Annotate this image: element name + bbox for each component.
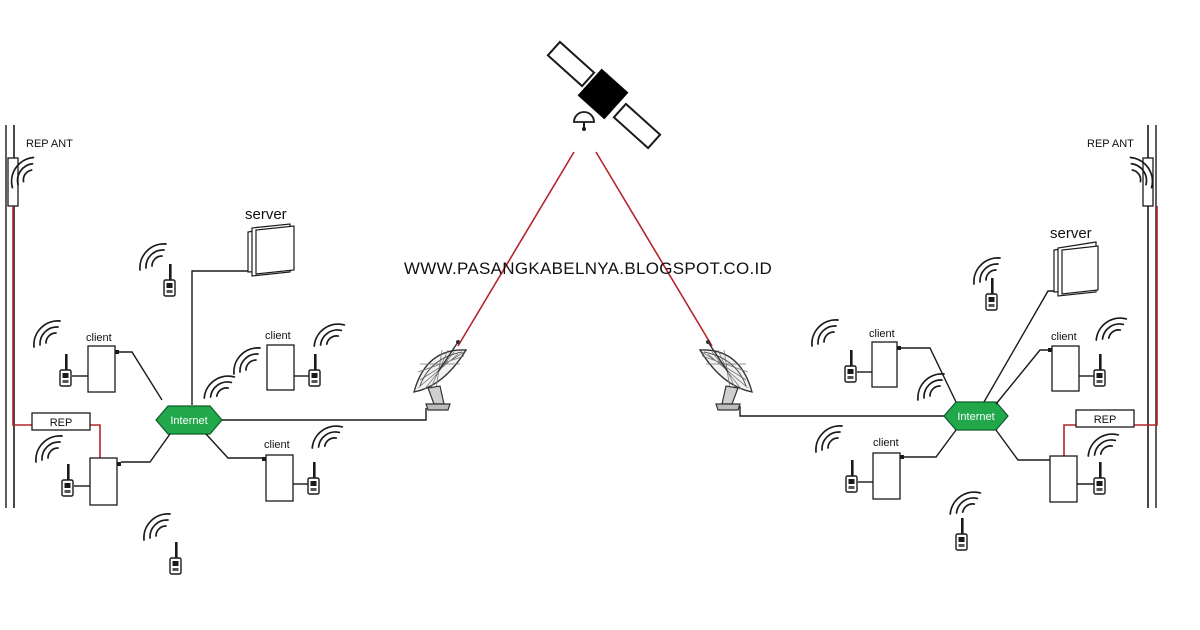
repeater-box-icon (31, 412, 91, 431)
svg-text:Internet: Internet (170, 415, 207, 427)
client-device-icon (872, 452, 904, 500)
client-device-icon (87, 345, 119, 393)
svg-text:Internet: Internet (957, 411, 994, 423)
server-label: server (245, 206, 287, 223)
radio-handset-icon (61, 463, 74, 497)
signal-waves-icon (233, 347, 261, 375)
server-icon (1053, 241, 1099, 297)
radio-handset-icon (845, 459, 858, 493)
internet-hub-icon: Internet (943, 401, 1009, 431)
client-device-icon (266, 344, 295, 391)
rep-label: REP (50, 417, 73, 429)
dish-antenna-icon (413, 339, 467, 411)
rep-label: REP (1094, 414, 1117, 426)
radio-handset-icon (844, 349, 857, 383)
antenna-mast-icon (1142, 125, 1157, 508)
radio-handset-icon (985, 277, 998, 311)
signal-waves-icon (143, 513, 171, 541)
uplink-left (457, 151, 575, 347)
signal-waves-icon (811, 319, 839, 347)
repeater-box-icon (1075, 409, 1135, 428)
radio-handset-icon (1093, 353, 1106, 387)
radio-handset-icon (1093, 461, 1106, 495)
client-label: client (265, 330, 291, 342)
server-label: server (1050, 225, 1092, 242)
client-label: client (86, 332, 112, 344)
signal-waves-icon (311, 421, 344, 454)
rep-ant-label: REP ANT (1087, 138, 1134, 150)
signal-waves-icon (203, 371, 236, 404)
internet-hub-icon: Internet (155, 405, 223, 435)
radio-handset-icon (308, 353, 321, 387)
radio-handset-icon (955, 517, 968, 551)
signal-waves-icon (815, 425, 843, 453)
server-icon (247, 223, 295, 277)
signal-waves-icon (313, 319, 346, 352)
satellite-icon (546, 40, 662, 150)
dish-antenna-icon (699, 339, 753, 411)
signal-waves-icon (973, 257, 1001, 285)
client-label: client (1051, 331, 1077, 343)
signal-waves-icon (1087, 429, 1120, 462)
client-device-icon (89, 457, 121, 506)
left-site: REP ANT REP server Internet cli (5, 125, 467, 575)
client-device-icon (1048, 345, 1080, 392)
rep-ant-label: REP ANT (26, 138, 73, 150)
client-label: client (873, 437, 899, 449)
client-device-icon (871, 341, 901, 388)
client-device-icon (262, 454, 294, 502)
uplink-right (595, 151, 713, 347)
radio-handset-icon (169, 541, 182, 575)
signal-waves-icon (33, 320, 61, 348)
radio-handset-icon (307, 461, 320, 495)
radio-handset-icon (163, 263, 176, 297)
client-device-icon (1049, 455, 1078, 503)
radio-handset-icon (59, 353, 72, 387)
right-site: REP ANT REP server Internet client (699, 125, 1158, 551)
signal-waves-icon (35, 435, 63, 463)
signal-waves-icon (139, 243, 167, 271)
signal-waves-icon (917, 373, 945, 401)
signal-waves-icon (1095, 313, 1128, 346)
client-label: client (869, 328, 895, 340)
client-label: client (264, 439, 290, 451)
signal-waves-icon (949, 487, 982, 520)
watermark-text: WWW.PASANGKABELNYA.BLOGSPOT.CO.ID (404, 259, 772, 278)
